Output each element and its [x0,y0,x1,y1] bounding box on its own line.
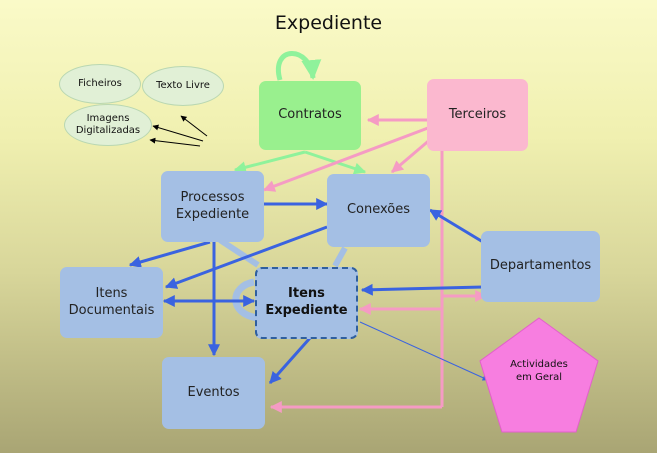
node-eventos: Eventos [162,357,265,429]
diagram-title: Expediente [274,12,383,34]
attachment-ficheiros: Ficheiros [59,64,141,104]
node-processos-expediente: Processos Expediente [161,171,264,242]
node-departamentos: Departamentos [481,231,600,302]
node-conexoes: Conexões [327,174,430,247]
arrow-processos-to-itens-expediente [218,237,260,268]
arrow-itens-expediente-to-actividades [359,321,489,381]
arrow-conexoes-to-itens-documentais [164,225,328,289]
pentagon-shape [479,317,599,433]
arrow-to-attachments-3 [149,137,201,147]
arrow-departamentos-to-itens-expediente [360,283,484,296]
node-itens-documentais: Itens Documentais [60,267,163,338]
arrow-to-attachments-1 [180,115,208,137]
arrow-conexoes-to-itens-expediente [332,246,348,268]
arrow-contratos-to-processos [233,150,306,174]
attachment-texto-livre: Texto Livre [142,66,224,106]
arrow-terceiros-to-processos [262,126,429,192]
attachment-imagens-digitalizadas: Imagens Digitalizadas [64,104,152,146]
arrow-itens-expediente-to-eventos [268,337,312,384]
arrow-processos-to-itens-documentais [128,240,211,268]
arrow-departamentos-to-conexoes [428,208,484,244]
node-terceiros: Terceiros [427,79,528,151]
contratos-self-loop-arrow [275,51,322,81]
node-actividades-em-geral: Actividades em Geral [478,316,600,434]
node-itens-expediente: Itens Expediente [255,267,358,339]
node-contratos: Contratos [259,81,361,150]
arrow-to-attachments-2 [152,124,204,142]
arrow-terceiros-to-conexoes [391,136,433,174]
actividades-label: Actividades em Geral [510,359,568,383]
